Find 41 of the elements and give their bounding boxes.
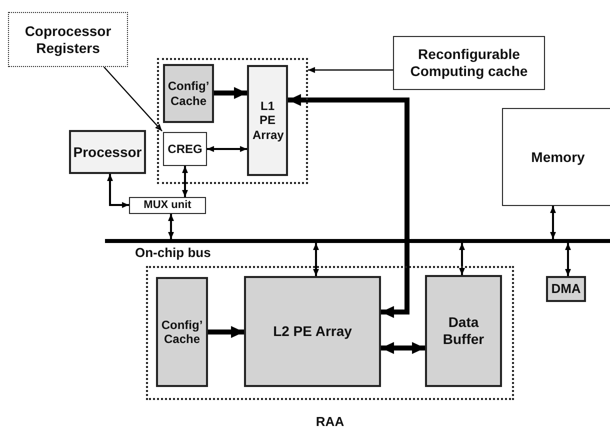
heading-label: RAA xyxy=(316,414,344,430)
arrow xyxy=(207,146,247,152)
arrow xyxy=(381,342,425,354)
arrow xyxy=(459,243,465,275)
arrow xyxy=(182,166,188,197)
arrow xyxy=(288,94,410,318)
box-label: L2 PE Array xyxy=(273,323,352,340)
leader-arrow xyxy=(104,66,162,132)
box-label: Coprocessor Registers xyxy=(24,22,112,56)
arrow xyxy=(313,243,319,276)
dma-box xyxy=(546,276,586,302)
cache-box xyxy=(163,64,214,123)
box-label: Config’ Cache xyxy=(160,318,204,346)
box-label: Config’ Cache xyxy=(166,79,210,108)
callout-box xyxy=(8,12,128,67)
box-label: Reconfigurable Computing cache xyxy=(409,46,529,80)
callout-box xyxy=(393,36,545,90)
heading-label: On-chip bus xyxy=(135,245,211,261)
box-label: DMA xyxy=(551,281,581,297)
box-label: Processor xyxy=(73,144,142,160)
box-label: Data Buffer xyxy=(442,314,486,348)
arrow xyxy=(550,206,556,239)
memory-box xyxy=(502,108,610,206)
processor-box xyxy=(69,130,146,174)
box-label: MUX unit xyxy=(144,198,192,212)
box-label: Memory xyxy=(531,148,585,166)
array-box xyxy=(244,276,381,387)
arrow xyxy=(565,243,571,276)
box-label: CREG xyxy=(168,142,202,156)
arrow xyxy=(214,87,247,99)
leader-arrow xyxy=(308,67,393,73)
buffer-box xyxy=(425,275,502,387)
cache-box xyxy=(156,277,208,387)
box-label: L1 PE Array xyxy=(252,98,282,142)
arrow xyxy=(107,174,129,208)
mux-box xyxy=(129,197,206,214)
arrow xyxy=(208,326,244,338)
group-frame xyxy=(157,58,308,184)
register-box xyxy=(163,132,207,166)
arrow xyxy=(168,214,174,239)
array-box xyxy=(247,65,288,176)
